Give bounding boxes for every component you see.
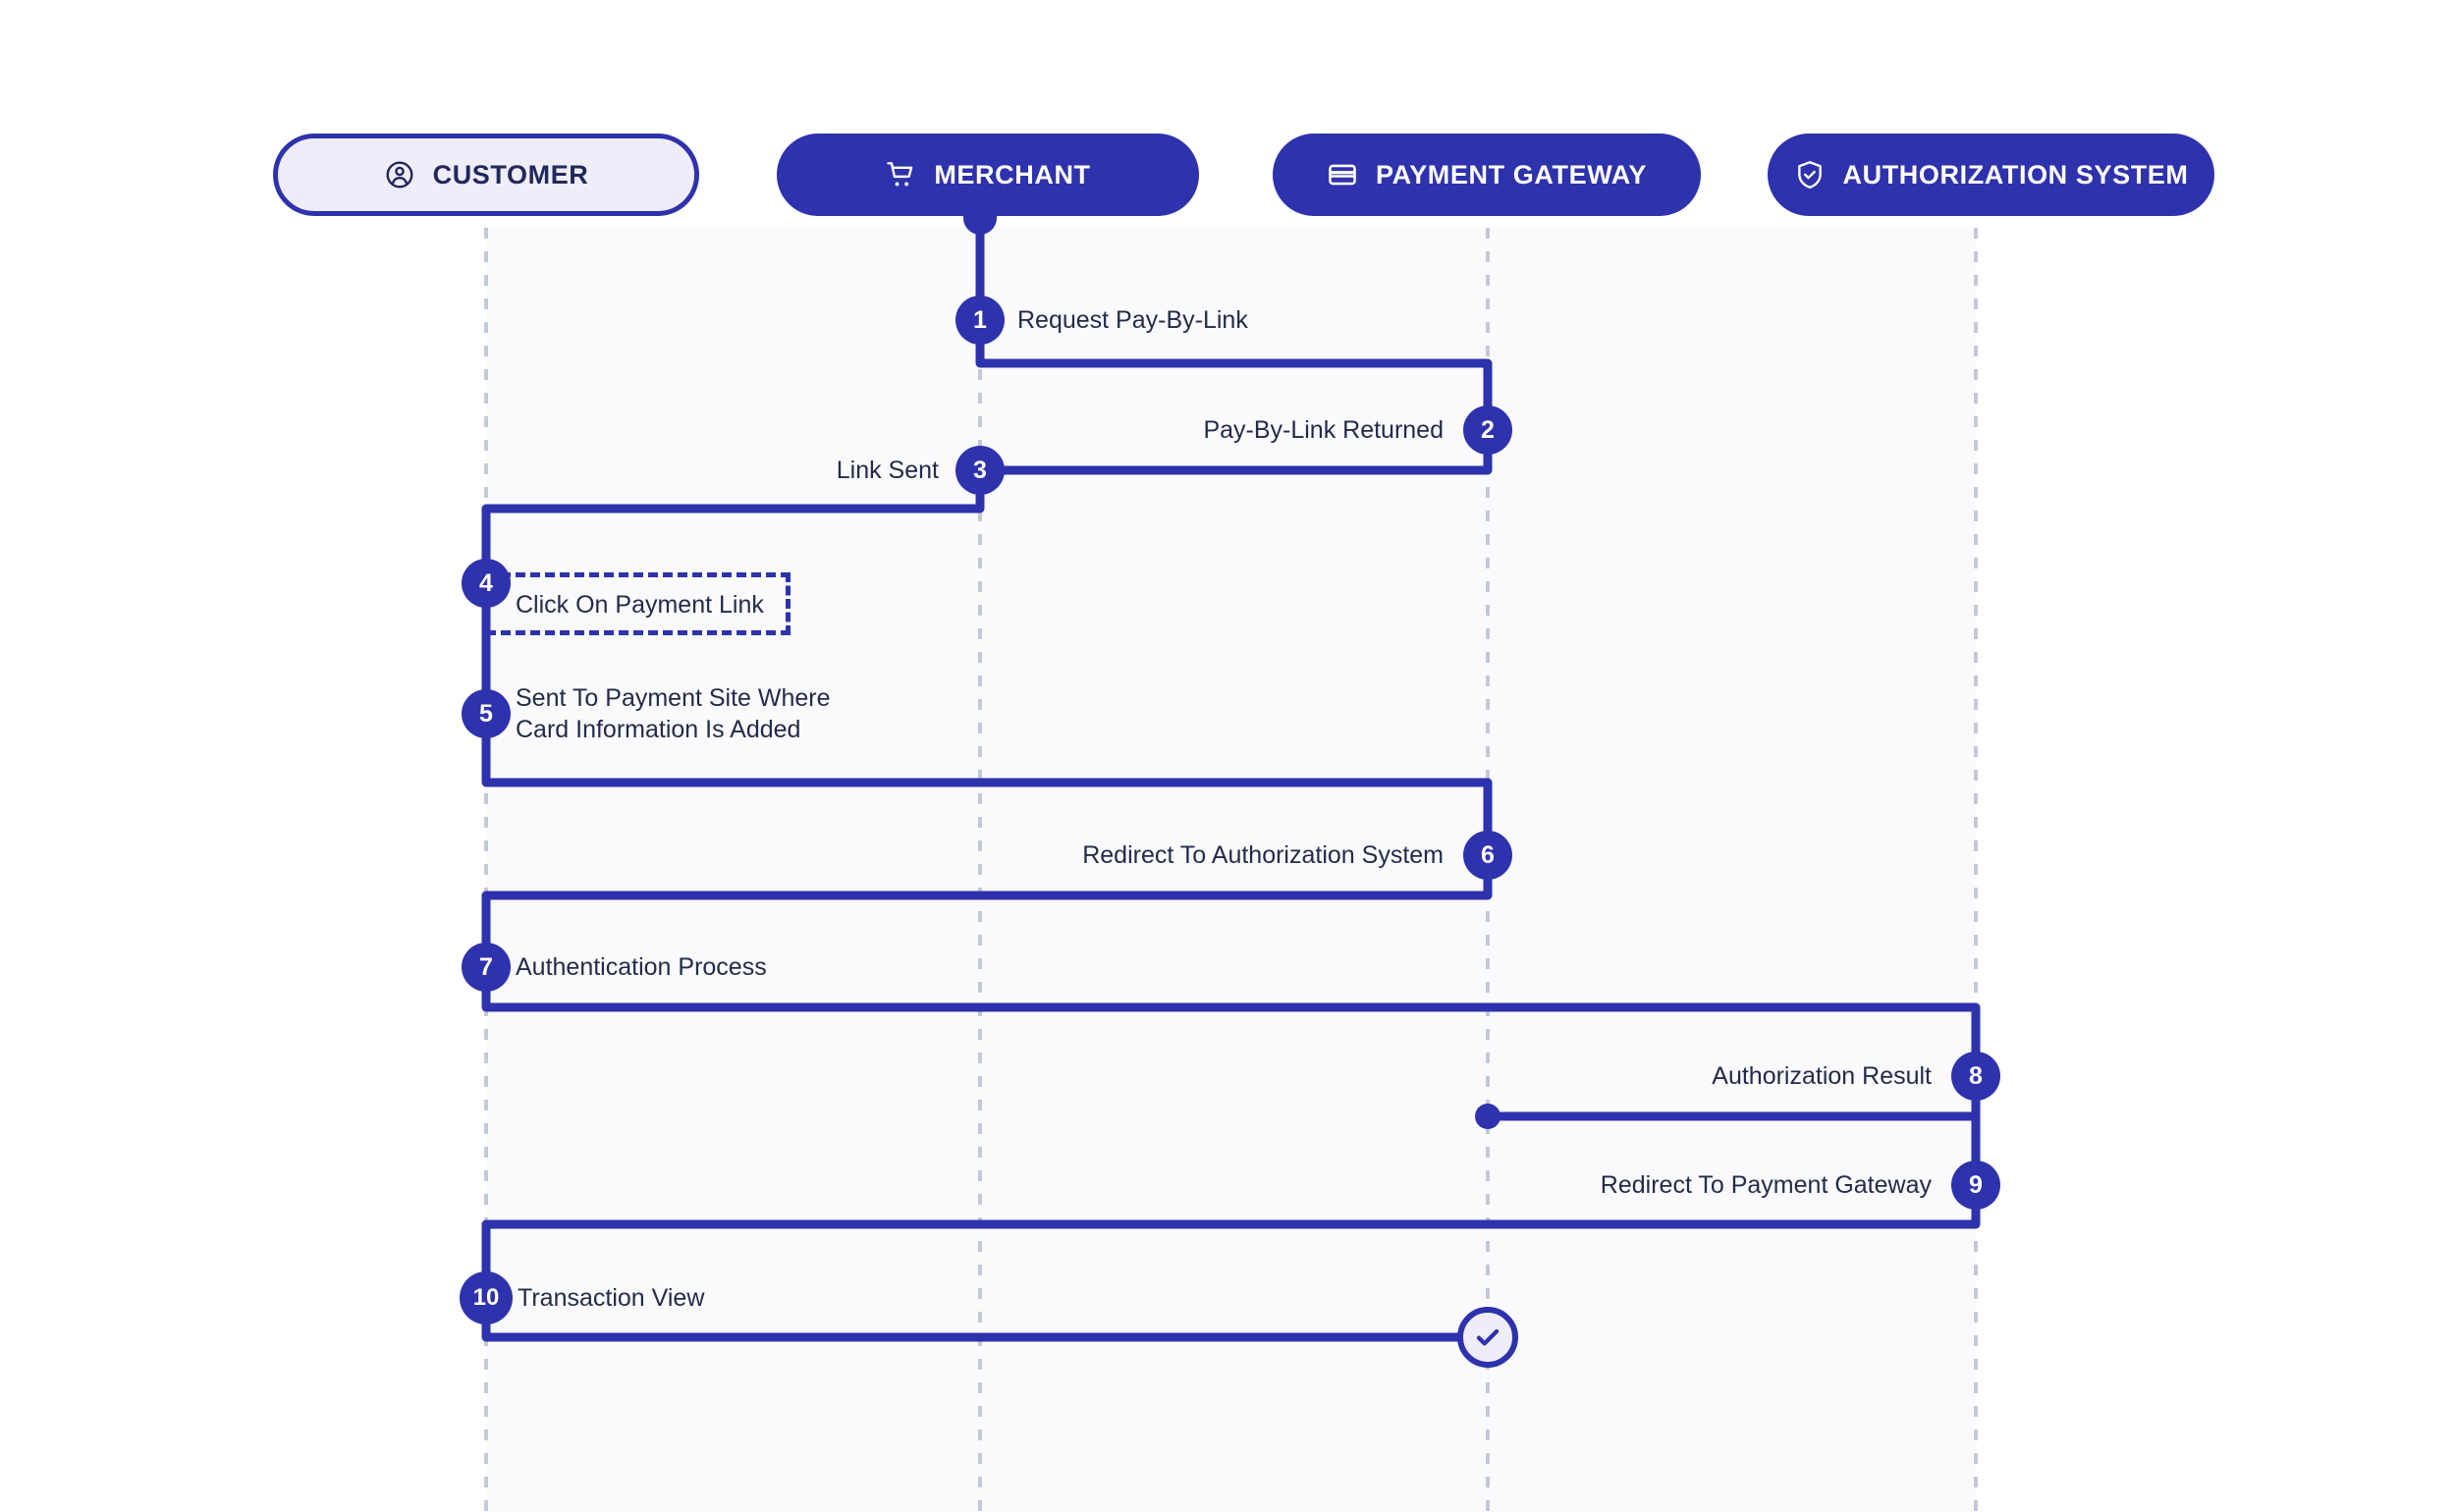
step-badge-4[interactable]: 4 bbox=[462, 559, 511, 608]
step-number-3: 3 bbox=[973, 456, 987, 484]
step-number-7: 7 bbox=[479, 952, 493, 981]
note-box-click-payment-link bbox=[486, 572, 791, 635]
step-badge-8[interactable]: 8 bbox=[1951, 1052, 2000, 1101]
step-label-8: Authorization Result bbox=[1712, 1062, 1932, 1090]
lane-header-merchant[interactable]: MERCHANT bbox=[777, 134, 1199, 216]
step-badge-3[interactable]: 3 bbox=[955, 446, 1005, 495]
step-number-2: 2 bbox=[1481, 415, 1495, 444]
step-number-6: 6 bbox=[1481, 840, 1495, 869]
step-number-4: 4 bbox=[479, 568, 493, 597]
shield-check-icon bbox=[1794, 159, 1826, 190]
step-number-8: 8 bbox=[1969, 1061, 1983, 1090]
step-number-9: 9 bbox=[1969, 1170, 1983, 1199]
lane-header-customer[interactable]: CUSTOMER bbox=[273, 134, 699, 216]
lane-header-authorization[interactable]: AUTHORIZATION SYSTEM bbox=[1768, 134, 2214, 216]
step-badge-5[interactable]: 5 bbox=[462, 689, 511, 738]
step-badge-9[interactable]: 9 bbox=[1951, 1161, 2000, 1210]
user-circle-icon bbox=[384, 159, 415, 190]
step-badge-10[interactable]: 10 bbox=[460, 1271, 513, 1324]
step-number-1: 1 bbox=[973, 305, 987, 334]
credit-card-icon bbox=[1327, 159, 1358, 190]
step-label-9: Redirect To Payment Gateway bbox=[1600, 1171, 1932, 1199]
step-label-7: Authentication Process bbox=[516, 953, 767, 981]
path-step5-to-step6 bbox=[481, 714, 1493, 855]
lane-background-band bbox=[486, 228, 1976, 1512]
step-label-2: Pay-By-Link Returned bbox=[1203, 416, 1444, 444]
step-number-10: 10 bbox=[472, 1284, 500, 1311]
authorization-result-dot-marker bbox=[1475, 1104, 1500, 1129]
lane-label-authorization: AUTHORIZATION SYSTEM bbox=[1842, 159, 2189, 189]
note-text-click-payment-link: Click On Payment Link bbox=[516, 591, 764, 619]
step-label-10: Transaction View bbox=[518, 1284, 705, 1312]
shopping-cart-icon bbox=[885, 159, 916, 190]
step-label-1: Request Pay-By-Link bbox=[1017, 306, 1248, 334]
step-label-3: Link Sent bbox=[836, 457, 939, 484]
check-circle-icon bbox=[1457, 1307, 1518, 1368]
lane-label-gateway: PAYMENT GATEWAY bbox=[1375, 159, 1648, 189]
step-number-5: 5 bbox=[479, 699, 493, 728]
lane-header-gateway[interactable]: PAYMENT GATEWAY bbox=[1273, 134, 1701, 216]
lane-label-merchant: MERCHANT bbox=[934, 159, 1091, 189]
step-label-6: Redirect To Authorization System bbox=[1082, 841, 1444, 869]
merchant-lifeline-nub bbox=[963, 215, 997, 235]
step-badge-7[interactable]: 7 bbox=[462, 943, 511, 992]
step-badge-2[interactable]: 2 bbox=[1463, 405, 1512, 455]
lane-label-customer: CUSTOMER bbox=[432, 159, 589, 189]
step-badge-6[interactable]: 6 bbox=[1463, 831, 1512, 880]
step-label-5: Sent To Payment Site Where Card Informat… bbox=[516, 684, 831, 743]
step-badge-1[interactable]: 1 bbox=[955, 296, 1005, 345]
